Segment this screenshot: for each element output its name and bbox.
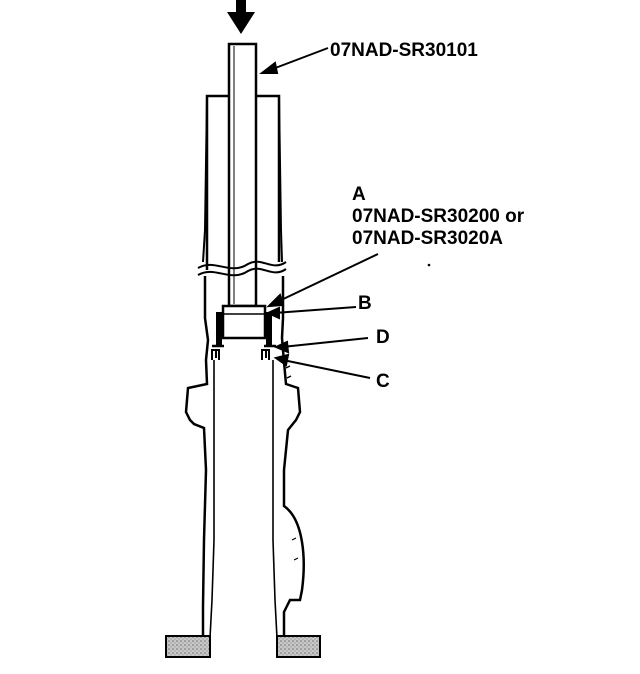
down-arrow-icon <box>227 0 255 34</box>
support-block-left <box>165 635 211 658</box>
bushing-b <box>216 312 272 346</box>
support-block-right <box>276 635 321 658</box>
label-d: D <box>376 327 390 348</box>
seal-c <box>211 349 270 360</box>
label-a-line2: 07NAD-SR3020A <box>352 228 503 249</box>
label-tool-top: 07NAD-SR30101 <box>330 40 478 61</box>
label-a-letter: A <box>352 184 366 205</box>
outer-tube-upper <box>202 94 283 270</box>
label-c: C <box>376 371 390 392</box>
outer-tube-lower <box>184 276 305 639</box>
support-blocks <box>165 635 321 658</box>
break-lines <box>197 260 287 277</box>
leader-lines <box>259 47 379 379</box>
label-b: B <box>358 293 372 314</box>
scan-speck <box>427 263 431 267</box>
label-a-line1: 07NAD-SR30200 or <box>352 206 525 227</box>
attachment-a <box>221 304 267 340</box>
